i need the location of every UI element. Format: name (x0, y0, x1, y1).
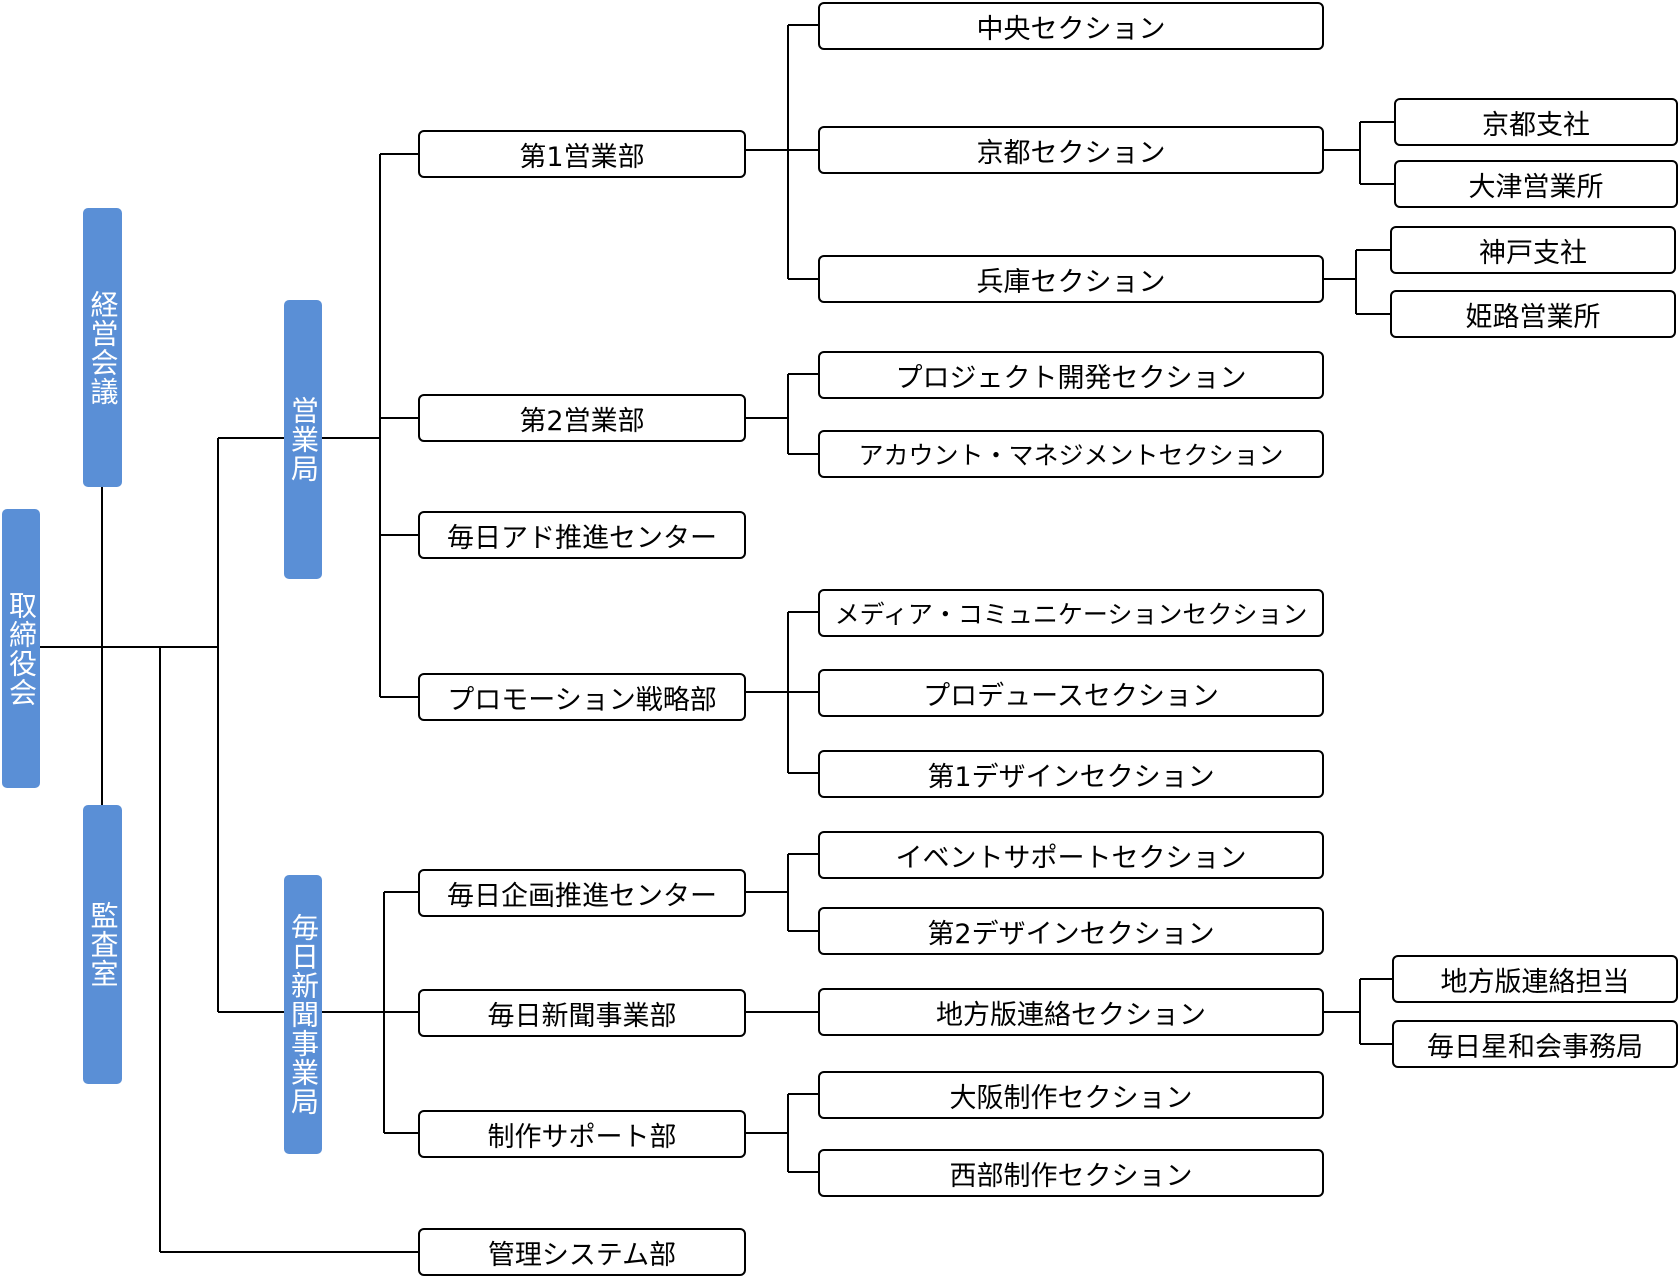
management-council-label: 経営会議 (86, 289, 120, 406)
audit-office-box: 監査室 (83, 805, 122, 1084)
department-label: プロモーション戦略部 (447, 684, 717, 716)
section-label: イベントサポートセクション (895, 842, 1247, 874)
department-box: プロモーション戦略部 (418, 673, 746, 721)
department-label: 管理システム部 (487, 1239, 677, 1271)
section-label: 第2デザインセクション (927, 918, 1215, 950)
section-box: 兵庫セクション (818, 255, 1324, 303)
section-box: 第1デザインセクション (818, 750, 1324, 798)
unit-label: 姫路営業所 (1465, 301, 1601, 333)
department-label: 制作サポート部 (487, 1121, 677, 1153)
section-label: 地方版連絡セクション (936, 999, 1206, 1031)
sales-bureau-label: 営業局 (287, 396, 320, 483)
unit-label: 地方版連絡担当 (1440, 966, 1630, 998)
unit-box: 姫路営業所 (1390, 290, 1676, 338)
department-box: 毎日新聞事業部 (418, 989, 746, 1037)
section-box: 西部制作セクション (818, 1149, 1324, 1197)
department-box: 制作サポート部 (418, 1110, 746, 1158)
section-box: 中央セクション (818, 2, 1324, 50)
newspaper-business-bureau-label: 毎日新聞事業局 (287, 913, 320, 1116)
unit-label: 神戸支社 (1479, 237, 1587, 269)
management-council-box: 経営会議 (83, 208, 122, 487)
section-label: 西部制作セクション (949, 1160, 1193, 1192)
section-label: 中央セクション (976, 13, 1166, 45)
audit-office-label: 監査室 (86, 901, 120, 988)
section-label: 京都セクション (976, 137, 1166, 169)
department-label: 第2営業部 (519, 405, 645, 437)
sales-bureau-box: 営業局 (284, 300, 322, 579)
unit-box: 神戸支社 (1390, 226, 1676, 274)
section-box: 地方版連絡セクション (818, 988, 1324, 1036)
section-box: 第2デザインセクション (818, 907, 1324, 955)
section-box: プロジェクト開発セクション (818, 351, 1324, 399)
department-label: 毎日企画推進センター (447, 880, 717, 912)
unit-box: 大津営業所 (1394, 160, 1678, 208)
section-box: アカウント・マネジメントセクション (818, 430, 1324, 478)
department-box: 第1営業部 (418, 130, 746, 178)
department-box: 毎日アド推進センター (418, 511, 746, 559)
section-label: 第1デザインセクション (927, 761, 1215, 793)
section-label: プロデュースセクション (923, 680, 1219, 712)
unit-box: 地方版連絡担当 (1392, 955, 1678, 1003)
section-box: メディア・コミュニケーションセクション (818, 589, 1324, 637)
department-label: 毎日新聞事業部 (487, 1000, 677, 1032)
section-box: イベントサポートセクション (818, 831, 1324, 879)
unit-box: 京都支社 (1394, 98, 1678, 146)
section-label: 大阪制作セクション (949, 1082, 1193, 1114)
unit-label: 大津営業所 (1468, 171, 1604, 203)
department-box: 管理システム部 (418, 1228, 746, 1276)
department-label: 毎日アド推進センター (447, 522, 717, 554)
section-box: 大阪制作セクション (818, 1071, 1324, 1119)
unit-label: 京都支社 (1482, 109, 1590, 141)
section-label: メディア・コミュニケーションセクション (834, 600, 1308, 629)
newspaper-business-bureau-box: 毎日新聞事業局 (284, 875, 322, 1154)
board-of-directors-box: 取締役会 (2, 509, 40, 788)
department-box: 第2営業部 (418, 394, 746, 442)
section-label: アカウント・マネジメントセクション (858, 441, 1284, 470)
board-of-directors-label: 取締役会 (5, 590, 38, 707)
department-box: 毎日企画推進センター (418, 869, 746, 917)
unit-label: 毎日星和会事務局 (1427, 1031, 1643, 1063)
section-box: プロデュースセクション (818, 669, 1324, 717)
section-label: プロジェクト開発セクション (895, 362, 1247, 394)
section-label: 兵庫セクション (976, 266, 1166, 298)
section-box: 京都セクション (818, 126, 1324, 174)
unit-box: 毎日星和会事務局 (1392, 1020, 1678, 1068)
department-label: 第1営業部 (519, 141, 645, 173)
